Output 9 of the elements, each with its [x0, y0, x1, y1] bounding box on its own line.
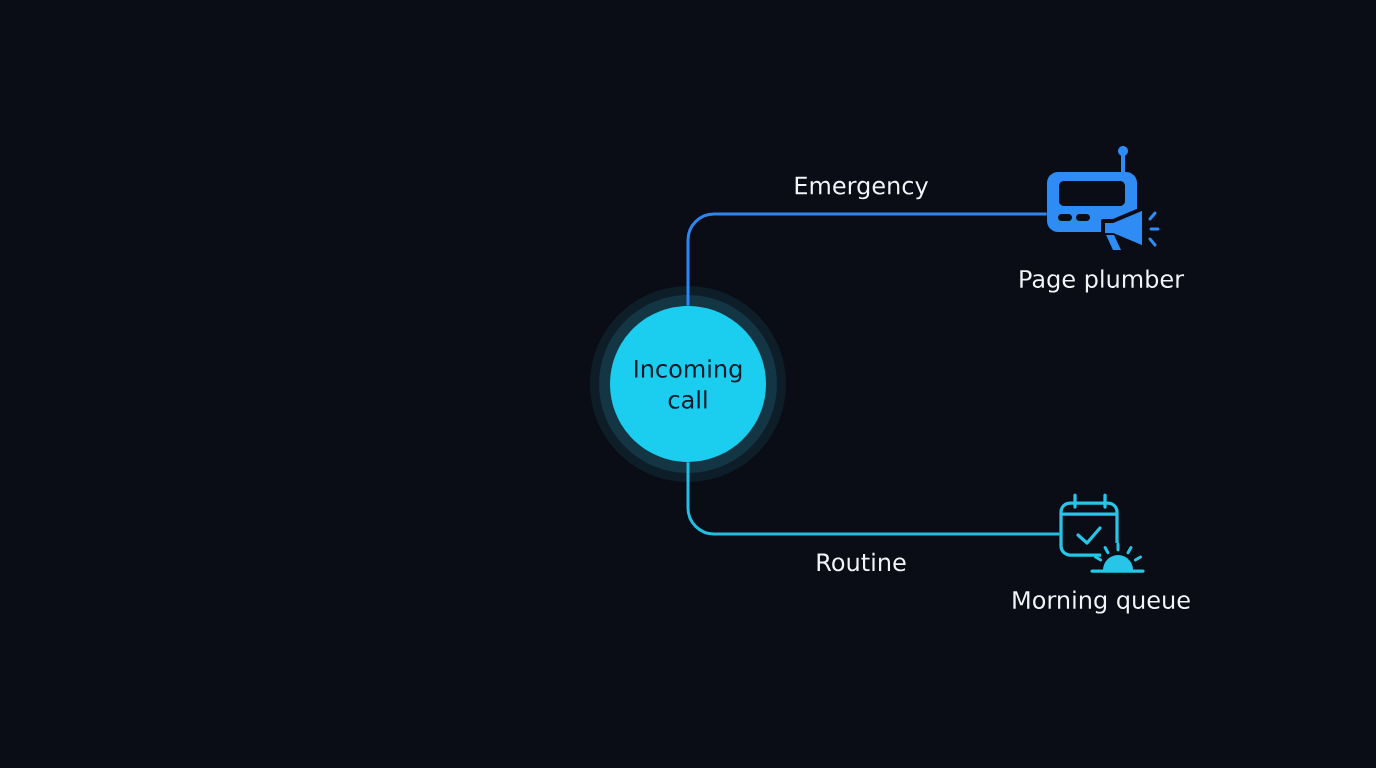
connector-line [686, 462, 1060, 536]
calendar-icon [1059, 493, 1145, 573]
circle-node: Incoming call [610, 306, 766, 462]
edge-label: Routine [811, 549, 911, 575]
node-caption: Page plumber [1020, 269, 1185, 293]
node-caption: Morning queue [1013, 590, 1190, 614]
connector-line [686, 212, 1047, 306]
edge-label: Emergency [789, 173, 933, 203]
pager-icon [1047, 146, 1160, 250]
